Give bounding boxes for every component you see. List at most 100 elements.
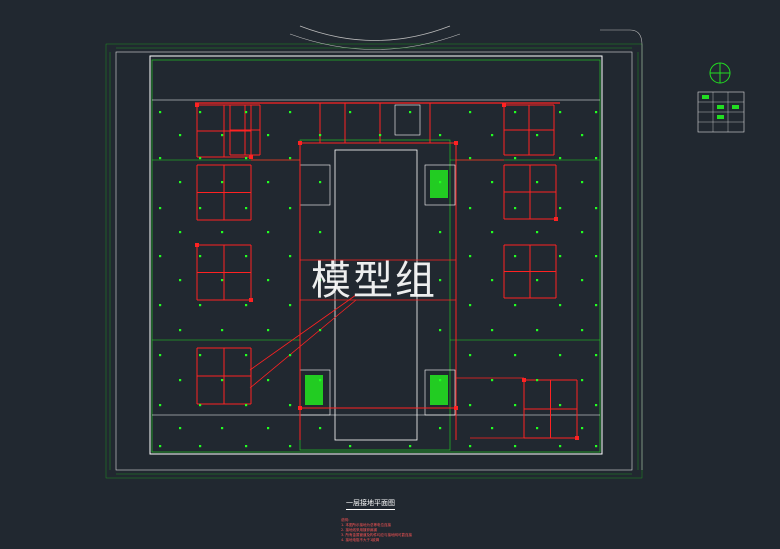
structural-column (536, 181, 539, 184)
structural-column (514, 404, 517, 407)
structural-column (379, 134, 382, 137)
structural-column (469, 404, 472, 407)
structural-column (514, 445, 517, 448)
drawing-title: 一层接地平面图 (346, 498, 395, 510)
structural-column (159, 304, 162, 307)
note-line: 4. 接地电阻不大于1欧姆 (341, 538, 380, 542)
structural-column (581, 181, 584, 184)
note-line: 说明： (341, 518, 352, 522)
note-line: 1. 本图所示接地为总等电位连接 (341, 523, 391, 527)
structural-column (514, 354, 517, 357)
grounding-test-point (454, 141, 458, 145)
structural-column (439, 427, 442, 430)
structural-column (221, 181, 224, 184)
structural-column (514, 157, 517, 160)
structural-column (469, 304, 472, 307)
structural-column (179, 231, 182, 234)
note-line: 2. 接地线采用镀锌扁钢 (341, 528, 377, 532)
structural-column (159, 354, 162, 357)
structural-column (595, 111, 598, 114)
structural-column (514, 255, 517, 258)
structural-column (245, 404, 248, 407)
escalator-block (430, 170, 448, 198)
structural-column (159, 111, 162, 114)
structural-column (179, 134, 182, 137)
structural-column (159, 207, 162, 210)
structural-column (409, 445, 412, 448)
grounding-test-point (522, 378, 526, 382)
structural-column (439, 134, 442, 137)
structural-column (289, 111, 292, 114)
structural-column (514, 207, 517, 210)
structural-column (409, 111, 412, 114)
structural-column (439, 329, 442, 332)
structural-column (267, 427, 270, 430)
structural-column (595, 304, 598, 307)
structural-column (245, 304, 248, 307)
grounding-test-point (298, 141, 302, 145)
structural-column (179, 181, 182, 184)
structural-column (581, 379, 584, 382)
structural-column (199, 207, 202, 210)
structural-column (221, 329, 224, 332)
structural-column (536, 379, 539, 382)
north-arrow-icon (709, 62, 731, 84)
structural-column (439, 181, 442, 184)
watermark-text: 模型组 (311, 258, 437, 304)
structural-column (245, 445, 248, 448)
structural-column (221, 379, 224, 382)
design-notes: 说明： 1. 本图所示接地为总等电位连接 2. 接地线采用镀锌扁钢 3. 所有金… (341, 518, 412, 543)
structural-column (221, 427, 224, 430)
structural-column (595, 157, 598, 160)
drawing-frame (115, 51, 633, 471)
grounding-test-point (195, 243, 199, 247)
structural-column (159, 445, 162, 448)
structural-column (595, 207, 598, 210)
structural-column (595, 255, 598, 258)
structural-column (439, 279, 442, 282)
structural-column (491, 279, 494, 282)
structural-column (491, 181, 494, 184)
structural-column (267, 329, 270, 332)
structural-column (199, 445, 202, 448)
structural-column (581, 329, 584, 332)
structural-column (469, 207, 472, 210)
structural-column (536, 231, 539, 234)
structural-column (319, 231, 322, 234)
atrium-void (334, 149, 418, 441)
structural-column (267, 181, 270, 184)
stair-core (424, 164, 456, 206)
structural-column (179, 427, 182, 430)
structural-column (319, 181, 322, 184)
structural-column (221, 134, 224, 137)
grounding-test-point (502, 103, 506, 107)
structural-column (439, 379, 442, 382)
structural-column (199, 304, 202, 307)
access-road (600, 29, 643, 470)
structural-column (514, 111, 517, 114)
structural-column (559, 404, 562, 407)
structural-column (595, 404, 598, 407)
structural-column (199, 111, 202, 114)
structural-column (179, 379, 182, 382)
structural-column (267, 279, 270, 282)
structural-column (469, 111, 472, 114)
grounding-conductor (249, 299, 357, 389)
structural-column (559, 445, 562, 448)
structural-column (469, 445, 472, 448)
entrance-canopy-arc (299, 25, 451, 41)
structural-column (536, 279, 539, 282)
structural-column (536, 427, 539, 430)
structural-column (289, 157, 292, 160)
structural-column (289, 255, 292, 258)
structural-column (491, 329, 494, 332)
structural-column (199, 354, 202, 357)
structural-column (595, 354, 598, 357)
structural-column (536, 329, 539, 332)
legend-table (697, 91, 745, 133)
structural-column (559, 255, 562, 258)
building-outline (149, 55, 603, 455)
structural-column (595, 445, 598, 448)
